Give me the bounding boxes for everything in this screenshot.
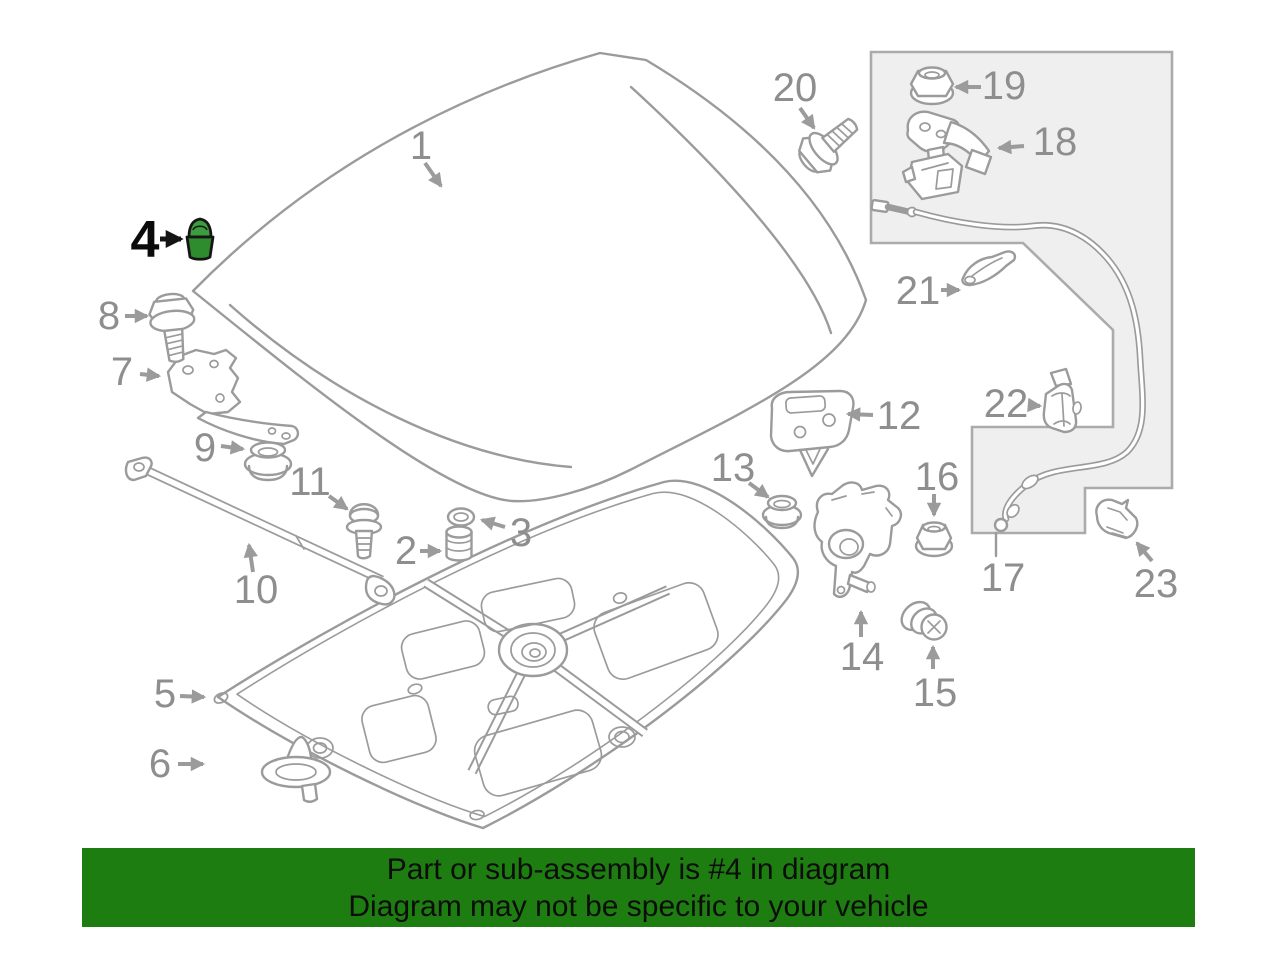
part-18-bracket [906,110,993,176]
part-1-hood [191,51,868,503]
arrow-11 [327,494,349,511]
arrow-7 [139,367,162,382]
part-19-nut [909,66,955,106]
part-21-lever [961,250,1017,287]
part-label-19: 19 [981,64,1027,108]
part-8-bolt [148,292,196,364]
part-label-6: 6 [148,742,172,786]
arrow-18 [996,139,1025,155]
arrow-10 [243,542,258,573]
part-3-ring [446,507,476,527]
part-9-grommet [243,441,293,482]
arrow-22 [1027,397,1043,413]
part-label-3: 3 [509,511,533,555]
part-label-5: 5 [153,672,177,716]
part-label-17: 17 [980,556,1026,600]
part-label-2: 2 [394,529,418,573]
arrow-23 [1135,541,1154,563]
part-label-8: 8 [97,294,121,338]
part-label-4-highlighted: 4 [130,211,160,269]
notice-banner: Part or sub-assembly is #4 in diagram Di… [82,848,1195,927]
part-10-support-rod [124,456,396,606]
arrow-12 [845,407,874,422]
part-20-bolt [798,117,859,174]
arrow-3 [479,516,506,531]
arrow-9 [220,440,246,455]
callout-arrows [125,79,1154,772]
part-label-18: 18 [1032,120,1078,164]
part-6-clip [260,735,332,803]
part-label-14: 14 [839,635,885,679]
part-label-20: 20 [772,66,818,110]
arrow-20 [798,106,816,130]
part-12-striker [769,389,855,478]
arrow-5 [179,689,207,704]
part-15-clip [900,600,948,641]
part-label-7: 7 [110,350,134,394]
part-label-11: 11 [289,460,331,504]
hood-front-crease [228,303,573,469]
diagram-line-art [124,50,1174,830]
part-13-grommet [761,494,803,530]
part-14-lock [813,481,903,598]
exploded-parts-diagram: 1 2 3 4 5 6 7 8 9 10 11 12 13 14 15 16 1… [97,50,1179,830]
arrow-1 [423,161,443,188]
arrow-13 [747,481,770,499]
part-label-21: 21 [895,269,941,313]
part-5-insulator-pad [213,479,800,830]
part-label-15: 15 [912,671,958,715]
part-2-bumper [445,525,473,562]
part-label-9: 9 [193,426,217,470]
part-18-latch-block [901,145,964,201]
part-16-nut [914,521,954,558]
part-7-hinge [166,348,300,446]
part-label-16: 16 [914,455,960,499]
banner-line-2: Diagram may not be specific to your vehi… [348,889,929,923]
part-23-clip [1095,498,1139,540]
part-label-23: 23 [1133,562,1179,606]
banner-line-1: Part or sub-assembly is #4 in diagram [386,852,891,886]
part-4-highlighted-bumper [185,217,215,261]
part-label-10: 10 [233,568,279,612]
part-label-13: 13 [710,446,756,490]
part-17-cable [870,198,1146,533]
part-11-pin [345,503,383,560]
part-label-22: 22 [983,382,1029,426]
part-label-1: 1 [409,124,433,168]
part-label-12: 12 [876,394,922,438]
hood-right-crease [629,85,833,335]
part-22-cable-lock [1042,367,1082,434]
